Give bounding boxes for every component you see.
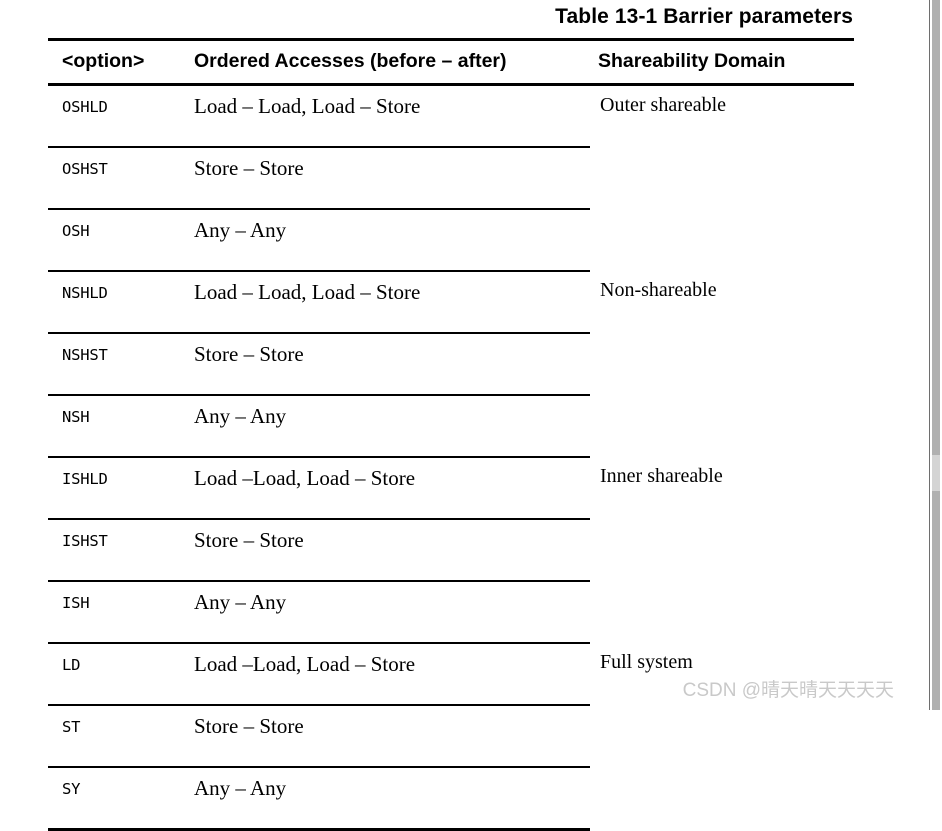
cell-option: SY — [48, 767, 194, 831]
cell-option: LD — [48, 643, 194, 706]
cell-shareability-domain: Full system — [600, 651, 693, 673]
cell-ordered-accesses: Load – Load, Load – Store — [194, 84, 590, 148]
cell-ordered-accesses: Any – Any — [194, 209, 590, 272]
scrollbar-thumb[interactable] — [932, 455, 940, 491]
cell-option: OSH — [48, 209, 194, 272]
table-header-row: <option> Ordered Accesses (before – afte… — [48, 39, 854, 85]
cell-shareability-domain: Outer shareable — [600, 94, 727, 116]
cell-option: NSHST — [48, 333, 194, 396]
cell-ordered-accesses: Any – Any — [194, 767, 590, 831]
column-header-ordered-accesses: Ordered Accesses (before – after) — [194, 50, 507, 72]
cell-ordered-accesses: Store – Store — [194, 333, 590, 396]
cell-option: NSH — [48, 395, 194, 458]
cell-shareability-domain: Non-shareable — [600, 279, 717, 301]
column-header-shareability-domain: Shareability Domain — [598, 50, 786, 72]
cell-option: OSHST — [48, 147, 194, 210]
cell-option: ST — [48, 705, 194, 768]
cell-option: OSHLD — [48, 84, 194, 148]
cell-ordered-accesses: Load – Load, Load – Store — [194, 271, 590, 334]
cell-option: ISHST — [48, 519, 194, 582]
column-header-option: <option> — [62, 50, 145, 72]
cell-option: ISHLD — [48, 457, 194, 520]
cell-ordered-accesses: Any – Any — [194, 581, 590, 644]
cell-ordered-accesses: Any – Any — [194, 395, 590, 458]
cell-ordered-accesses: Store – Store — [194, 705, 590, 768]
scrollbar-track[interactable] — [932, 0, 940, 710]
table-header: <option> Ordered Accesses (before – afte… — [48, 39, 854, 85]
cell-shareability-domain: Inner shareable — [600, 465, 723, 487]
cell-ordered-accesses: Load –Load, Load – Store — [194, 643, 590, 706]
vertical-scrollbar[interactable] — [929, 0, 942, 710]
document-page: Table 13-1 Barrier parameters <option> O… — [48, 5, 894, 831]
csdn-watermark: CSDN @晴天晴天天天天 — [682, 680, 894, 701]
table-caption: Table 13-1 Barrier parameters — [555, 5, 853, 28]
cell-option: NSHLD — [48, 271, 194, 334]
cell-ordered-accesses: Store – Store — [194, 519, 590, 582]
cell-option: ISH — [48, 581, 194, 644]
cell-ordered-accesses: Load –Load, Load – Store — [194, 457, 590, 520]
barrier-parameters-table: <option> Ordered Accesses (before – afte… — [48, 38, 854, 831]
cell-ordered-accesses: Store – Store — [194, 147, 590, 210]
